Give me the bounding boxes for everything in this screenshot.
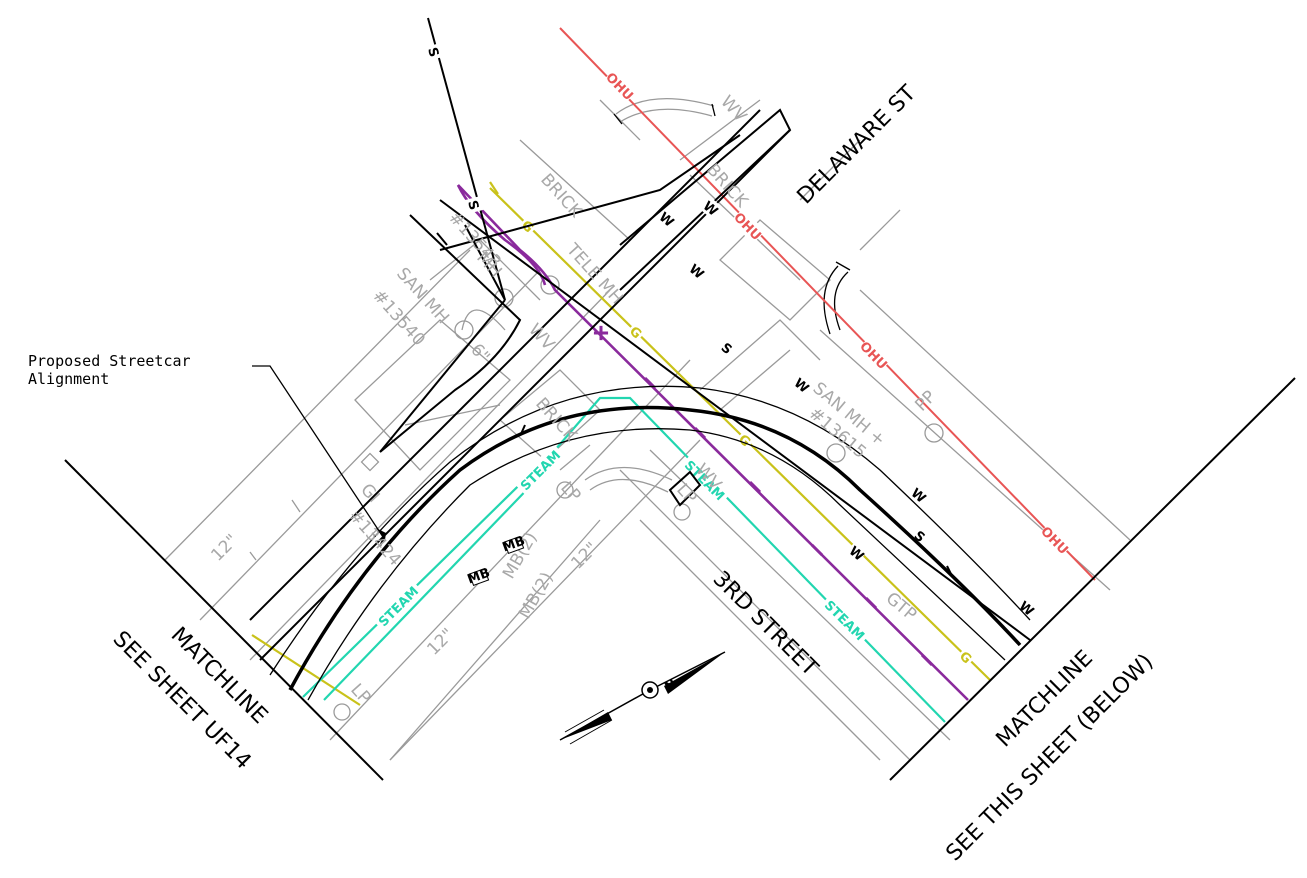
svg-text:S: S xyxy=(718,340,735,358)
street-name-3rd: 3RD STREET xyxy=(708,567,823,682)
gas-line xyxy=(251,181,991,706)
svg-text:W: W xyxy=(908,486,929,507)
svg-text:W: W xyxy=(791,376,812,397)
svg-text:LP: LP xyxy=(346,680,374,708)
svg-text:LP: LP xyxy=(556,478,584,506)
svg-text:OHU: OHU xyxy=(856,339,889,373)
svg-text:MB(2): MB(2) xyxy=(515,569,558,623)
ohu-label-1: OHU xyxy=(602,68,638,104)
overhead-utility-line xyxy=(559,27,1096,581)
steam-line xyxy=(302,396,946,723)
svg-text:OHU: OHU xyxy=(602,70,635,104)
ohu-label-2: OHU xyxy=(730,208,766,244)
utility-markers: S S W W W S W W S W W xyxy=(379,43,1038,620)
telecom-line xyxy=(456,184,969,701)
svg-text:MB: MB xyxy=(466,566,493,588)
svg-text:S: S xyxy=(424,46,441,59)
callout-text-line2: Alignment xyxy=(28,370,109,388)
svg-text:W: W xyxy=(686,262,707,283)
north-arrow-icon: N xyxy=(559,651,726,745)
svg-text:BRICK: BRICK xyxy=(531,394,581,446)
streetcar-callout: Proposed Streetcar Alignment xyxy=(28,352,386,541)
svg-text:WV: WV xyxy=(716,92,750,127)
svg-text:WV: WV xyxy=(524,320,558,355)
svg-text:PP: PP xyxy=(911,387,940,416)
svg-text:12": 12" xyxy=(423,625,458,660)
svg-text:MB: MB xyxy=(501,534,528,556)
matchline-left xyxy=(64,459,384,781)
street-name-delaware: DELAWARE ST xyxy=(793,80,922,209)
svg-text:12": 12" xyxy=(207,531,242,566)
sanitary-line xyxy=(379,17,506,453)
water-lines xyxy=(249,108,1031,661)
svg-text:12": 12" xyxy=(567,539,602,574)
svg-text:S: S xyxy=(464,199,481,212)
streetcar-alignment xyxy=(269,385,1031,701)
svg-text:OHU: OHU xyxy=(730,210,763,244)
svg-text:OHU: OHU xyxy=(1037,524,1070,558)
matchline-right xyxy=(889,377,1296,781)
callout-text-line1: Proposed Streetcar xyxy=(28,352,191,370)
